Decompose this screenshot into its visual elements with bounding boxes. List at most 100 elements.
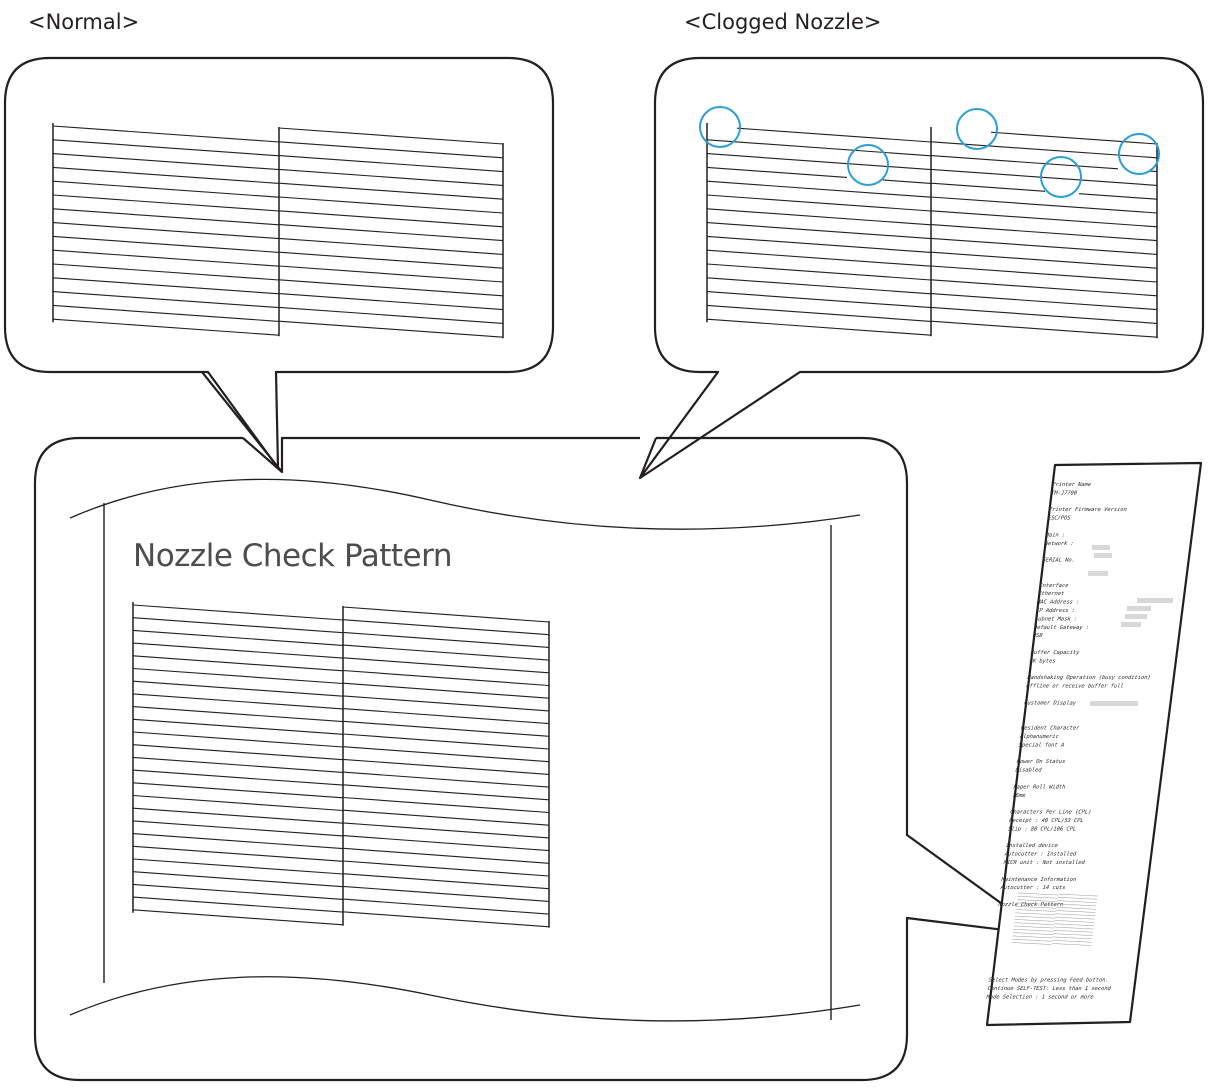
pattern-line	[52, 208, 280, 226]
pattern-line	[52, 291, 280, 309]
pattern-line	[132, 629, 344, 646]
pattern-line	[52, 166, 280, 184]
receipt-masked-value	[1094, 553, 1112, 558]
pattern-line	[278, 155, 504, 173]
pattern-line	[930, 320, 1158, 338]
clogged-zoom-bubble	[638, 56, 1205, 480]
receipt-pattern-line	[1056, 906, 1096, 910]
pattern-line	[342, 657, 550, 674]
pattern-line	[1078, 193, 1158, 200]
pattern-line	[706, 139, 932, 157]
receipt-line: Power On Status	[1016, 759, 1065, 765]
pattern-line	[132, 820, 344, 837]
pattern-line	[342, 606, 550, 623]
receipt-pattern-line	[1056, 903, 1097, 907]
pattern-line	[342, 644, 550, 661]
pattern-line	[52, 235, 280, 253]
pattern-line	[132, 845, 344, 862]
pattern-line	[706, 318, 932, 336]
pattern-line	[132, 896, 344, 913]
receipt-masked-value	[1121, 622, 1141, 627]
receipt-pattern-line	[1014, 922, 1054, 925]
receipt-pattern-line	[1055, 913, 1096, 917]
pattern-line	[930, 210, 1158, 228]
pattern-line	[342, 771, 550, 788]
clogged-pointer-edge	[638, 437, 658, 479]
pattern-line	[132, 858, 344, 875]
pattern-line	[342, 695, 550, 712]
receipt-pattern-line	[1053, 930, 1094, 933]
receipt-pattern-line	[1056, 900, 1097, 903]
pattern-line	[342, 873, 550, 890]
pattern-line	[132, 883, 344, 900]
pattern-line	[342, 708, 550, 725]
pattern-line	[52, 249, 280, 267]
receipt-line: Select Modes by pressing Feed button.	[988, 978, 1109, 984]
pattern-line	[930, 279, 1158, 297]
pattern-line	[52, 139, 280, 157]
pattern-line	[132, 617, 344, 634]
paper-sheet	[69, 478, 861, 1022]
receipt-line: USB	[1032, 633, 1043, 639]
receipt-pattern-line	[1016, 902, 1057, 906]
pattern-line	[706, 263, 932, 281]
normal-pointer-edge	[242, 437, 283, 473]
pattern-line	[278, 320, 504, 338]
receipt-line: Mode Selection : 1 second or more	[985, 994, 1094, 1000]
pattern-line	[342, 619, 550, 636]
receipt-line: SERIAL No.	[1042, 558, 1075, 564]
pattern-line	[342, 669, 550, 687]
pattern-line	[342, 796, 550, 814]
pattern-line	[342, 784, 550, 801]
normal-label: <Normal>	[28, 10, 140, 34]
receipt-line: Handshaking Operation (busy condition)	[1026, 675, 1151, 681]
pattern-line	[132, 744, 344, 761]
receipt-line: Disabled	[1014, 768, 1042, 774]
receipt-masked-value	[1125, 614, 1147, 619]
pattern-line	[132, 871, 344, 888]
pattern-line	[930, 293, 1158, 311]
receipt-pattern-line	[1054, 923, 1094, 926]
receipt-line: Network :	[1043, 541, 1074, 547]
pattern-line	[342, 809, 550, 826]
receipt-line: Subnet Mask :	[1035, 616, 1078, 622]
receipt-line: Customer Display	[1024, 700, 1077, 706]
receipt-pattern-line	[1051, 939, 1092, 943]
pattern-line	[706, 249, 932, 267]
receipt-line: Printer Firmware Version	[1049, 507, 1128, 513]
receipt-line: Characters Per Line (CPL)	[1010, 810, 1092, 816]
receipt-line: TM-J7700	[1051, 490, 1078, 496]
pattern-line	[278, 251, 504, 269]
receipt-line: Maintenance Information	[1000, 877, 1076, 883]
receipt-masked-value	[1092, 545, 1110, 550]
pattern-line	[930, 251, 1158, 269]
receipt-line: Ethernet	[1038, 591, 1065, 597]
pattern-line	[52, 222, 280, 240]
pattern-line	[132, 807, 344, 824]
pattern-line	[930, 182, 1046, 192]
pattern-line	[278, 168, 504, 186]
receipt-line: Main :	[1044, 532, 1065, 538]
clogged-bubble-outline	[638, 56, 1205, 480]
pattern-line	[278, 279, 504, 297]
receipt-pattern-line	[1017, 899, 1057, 902]
pattern-line	[930, 196, 1158, 214]
paper-bottom-edge	[69, 976, 861, 1022]
receipt-nozzle-swatch	[1011, 892, 1098, 946]
pattern-line	[706, 180, 932, 198]
pattern-line	[278, 237, 504, 255]
pattern-line	[278, 265, 504, 283]
pattern-line	[706, 235, 932, 253]
pattern-line	[132, 680, 344, 697]
pattern-line	[132, 604, 344, 621]
pattern-line	[132, 756, 344, 773]
pattern-line	[52, 125, 280, 143]
receipt-line: Installed device	[1005, 843, 1058, 849]
clog-circle-marker	[1040, 156, 1082, 198]
pattern-line	[706, 277, 932, 295]
pattern-line	[278, 224, 504, 242]
pattern-line	[52, 277, 280, 295]
pattern-line	[342, 682, 550, 699]
receipt-line: Continue SELF-TEST: Less than 1 second	[987, 986, 1112, 992]
